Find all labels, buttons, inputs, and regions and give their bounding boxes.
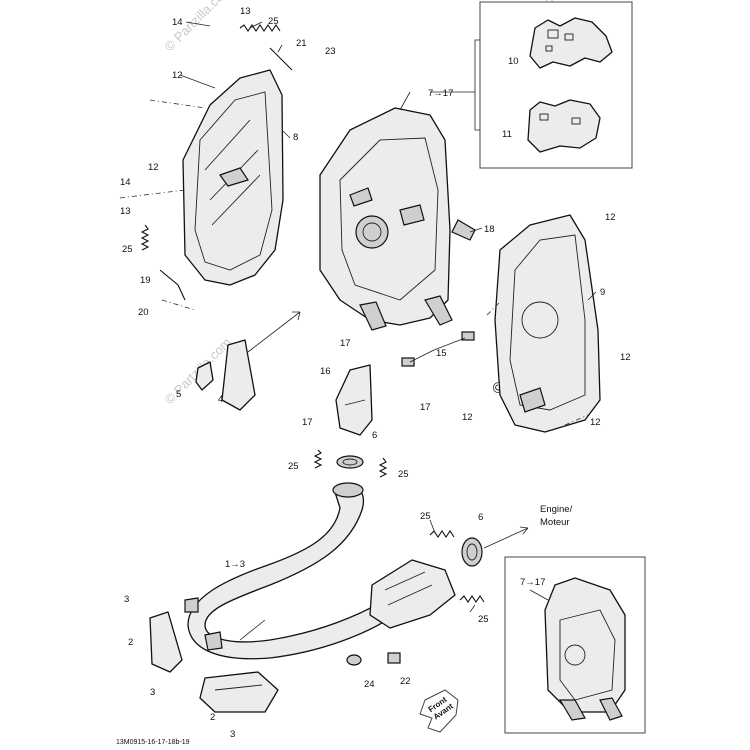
gasket-6-bottom — [461, 537, 483, 567]
clip-22 — [387, 652, 401, 664]
shield-4 — [221, 339, 256, 411]
dash-lines — [119, 99, 589, 549]
label-3c: 3 — [230, 729, 235, 740]
label-14b: 14 — [120, 177, 131, 188]
exhaust-pipe-1-3 — [187, 455, 396, 660]
shield-2-left — [149, 611, 183, 673]
label-20: 20 — [138, 307, 149, 318]
label-25e-top: 25 — [420, 511, 431, 522]
springs — [140, 24, 485, 603]
muffler-outlet — [355, 215, 389, 249]
label-11: 11 — [502, 129, 512, 140]
muffler-body — [319, 107, 451, 326]
spring-25-mid-left — [313, 449, 323, 469]
label-25d: 25 — [398, 469, 409, 480]
label-8: 8 — [293, 132, 298, 143]
shield-2-bottom — [199, 671, 279, 713]
left-heat-shield-8 — [182, 69, 284, 286]
direction-arrow-shield — [247, 311, 301, 353]
shields-4-5 — [195, 339, 256, 411]
gasket-inset-frame — [479, 1, 633, 169]
label-3b: 3 — [150, 687, 155, 698]
label-12e: 12 — [462, 412, 473, 423]
label-12a: 12 — [172, 70, 183, 81]
pipe-clamp — [204, 631, 223, 651]
pipe-inlet-flange — [332, 482, 364, 498]
label-12b: 12 — [148, 162, 159, 173]
front-avant-arrow: Front Avant — [419, 689, 459, 733]
hardware — [184, 219, 476, 666]
label-21: 21 — [296, 38, 307, 49]
label-12c: 12 — [605, 212, 616, 223]
engine-label: Engine/ — [540, 504, 573, 515]
label-25b: 25 — [122, 244, 133, 255]
gasket-6-top — [336, 455, 364, 469]
strap-21 — [269, 47, 293, 71]
bracket-18 — [451, 219, 476, 241]
label-16: 16 — [320, 366, 331, 377]
label-9: 9 — [600, 287, 605, 298]
label-19: 19 — [140, 275, 151, 286]
label-17c: 17 — [302, 417, 313, 428]
label-25a: 25 — [268, 16, 279, 27]
bracket-16 — [335, 364, 373, 436]
label-1-3: 1→3 — [225, 559, 245, 570]
bolt-3a — [184, 597, 199, 613]
label-7-17a: 7→17 — [428, 88, 453, 99]
shield-5 — [195, 361, 214, 391]
moteur-label: Moteur — [540, 517, 570, 528]
label-23: 23 — [325, 46, 336, 57]
heat-shields-2 — [149, 611, 279, 713]
label-17a: 17 — [340, 338, 351, 349]
spring-25-right-bottom — [459, 595, 485, 603]
label-12d: 12 — [620, 352, 631, 363]
spring-25-left — [140, 224, 150, 251]
spring-25-mid-right — [378, 457, 388, 478]
clip-15a — [461, 331, 475, 341]
label-13a: 13 — [240, 6, 251, 17]
rod-19 — [159, 269, 186, 301]
spring-25-right-top — [429, 530, 455, 538]
muffler-inset-frame — [504, 556, 646, 734]
label-5: 5 — [176, 389, 181, 400]
label-12f: 12 — [590, 417, 601, 428]
label-17b: 17 — [420, 402, 431, 413]
spring-25-top — [239, 24, 281, 32]
heat-shield-9-outline — [494, 214, 601, 433]
drawing-code: 13M0915-16-17-18b-19 — [116, 739, 190, 746]
label-6a: 6 — [372, 430, 377, 441]
label-4: 4 — [218, 394, 223, 405]
leader-lines — [179, 21, 597, 641]
gasket-10 — [529, 17, 613, 69]
label-14a: 14 — [172, 17, 183, 28]
muffler-7-17 — [319, 107, 453, 331]
label-22: 22 — [400, 676, 411, 687]
grommet-24 — [346, 654, 362, 666]
direction-arrow-engine — [483, 527, 529, 549]
label-2b: 2 — [210, 712, 215, 723]
gasket-11 — [527, 99, 601, 153]
label-7-17b: 7→17 — [520, 577, 545, 588]
label-10: 10 — [508, 56, 519, 67]
right-heat-shield-9 — [494, 214, 601, 433]
label-25f: 25 — [478, 614, 489, 625]
label-13b: 13 — [120, 206, 131, 217]
bracket-16-body — [335, 364, 373, 436]
clip-15b — [401, 357, 415, 367]
label-3a: 3 — [124, 594, 129, 605]
label-15: 15 — [436, 348, 447, 359]
label-6b: 6 — [478, 512, 483, 523]
label-18: 18 — [484, 224, 495, 235]
label-2a: 2 — [128, 637, 133, 648]
catalytic-converter — [369, 537, 483, 629]
inset-muffler-body — [544, 577, 626, 713]
label-24: 24 — [364, 679, 375, 690]
part-labels: 14 13 25 21 23 12 8 12 14 13 25 19 20 7→… — [120, 6, 631, 740]
label-25c: 25 — [288, 461, 299, 472]
